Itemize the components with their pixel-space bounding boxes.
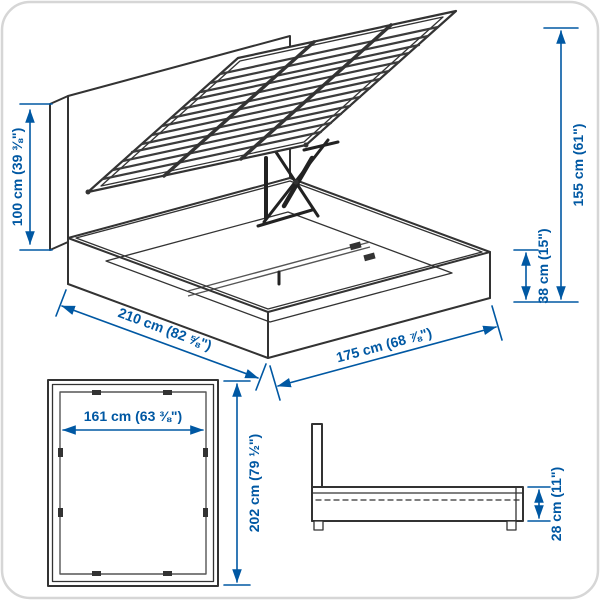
bed-side-view: 28 cm (11")	[311, 423, 564, 541]
dimension-headboard-height: 100 cm (39 ⅜")	[9, 103, 53, 251]
dimension-total-height: 155 cm (61")	[513, 27, 586, 303]
box-inner-rim	[75, 180, 483, 310]
bed-perspective-view: 100 cm (39 ⅜") 210 cm (82 ⅝") 175 cm (68…	[9, 9, 586, 401]
slats	[101, 25, 440, 181]
bed-top-view: 161 cm (63 ⅜") 202 cm (79 ½")	[47, 379, 262, 587]
dim-label-frame-length: 202 cm (79 ½")	[246, 434, 262, 532]
bed-leg	[506, 520, 517, 531]
hinge-fitting	[303, 142, 309, 148]
floor-fitting	[363, 252, 376, 262]
dim-label-side-height: 28 cm (11")	[548, 467, 564, 541]
side-view-frame	[311, 486, 524, 522]
bed-leg	[313, 520, 324, 531]
floor-fitting	[349, 241, 362, 251]
dim-label-box-height: 38 cm (15")	[535, 228, 551, 303]
pivot-joint	[293, 179, 299, 185]
base-rail	[239, 23, 393, 161]
top-view-inner-frame	[59, 391, 207, 575]
box-floor	[105, 211, 453, 323]
dimension-inner-width: 161 cm (63 ⅜")	[62, 408, 204, 435]
dimension-side-height: 28 cm (11")	[527, 467, 564, 541]
dim-label-total-height: 155 cm (61")	[570, 124, 586, 207]
dimension-box-height: 38 cm (15")	[513, 228, 551, 304]
lift-mechanism	[256, 138, 340, 228]
dimension-frame-length: 202 cm (79 ½")	[223, 380, 262, 586]
dim-label-headboard-height: 100 cm (39 ⅜")	[9, 128, 25, 226]
top-view-outer-frame	[47, 379, 219, 587]
slatted-bed-base	[85, 9, 458, 195]
frame-fittings	[58, 390, 208, 576]
top-view-mid-frame	[51, 383, 215, 583]
hinge-fitting	[85, 189, 91, 195]
base-rail	[162, 40, 316, 178]
dim-label-inner-width: 161 cm (63 ⅜")	[84, 408, 182, 424]
box-corner-edges	[67, 237, 491, 359]
